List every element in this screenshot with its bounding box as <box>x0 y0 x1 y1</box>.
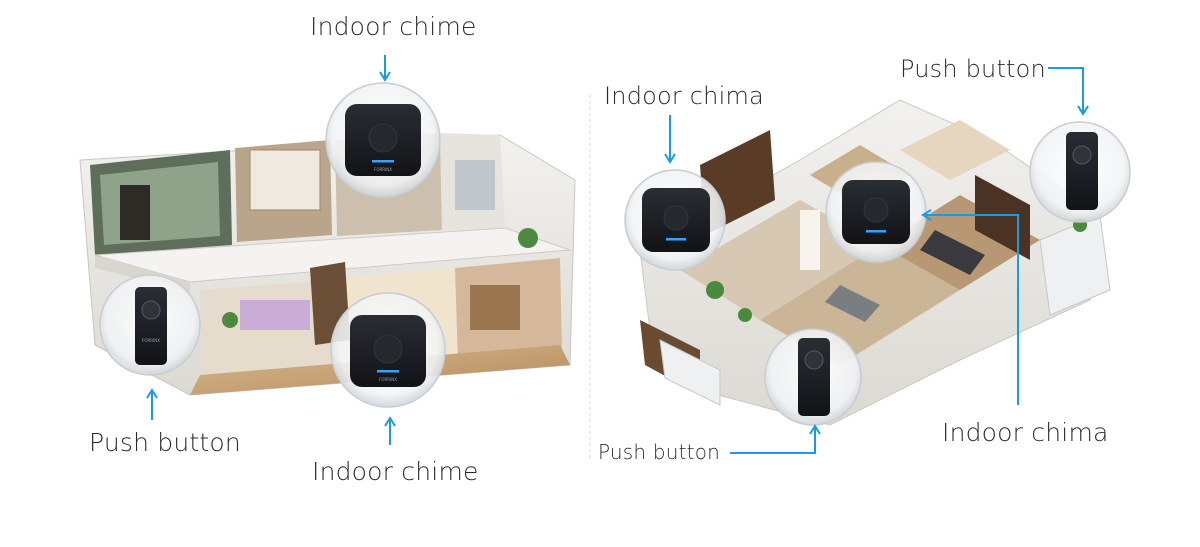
right-push-button-device-bottom <box>764 328 862 426</box>
left-push-button-device: FORRINX <box>99 274 201 376</box>
left-chime-top: FORRINX <box>325 82 441 198</box>
right-chime-left <box>624 169 726 271</box>
svg-text:FORRINX: FORRINX <box>379 377 397 382</box>
left-pointer-arrows <box>146 55 396 445</box>
device-brand-text: FORRINX <box>374 167 392 172</box>
left-chime-bottom: FORRINX <box>330 292 446 408</box>
right-pointer-arrows <box>664 67 1089 454</box>
right-label-push-button-bottom: Push button <box>598 440 721 464</box>
right-chime-center <box>825 161 927 263</box>
right-label-push-button-top: Push button <box>900 55 1046 83</box>
left-label-indoor-chime-bottom: Indoor chime <box>312 457 479 486</box>
left-label-indoor-chime-top: Indoor chime <box>310 12 477 41</box>
svg-text:FORRINX: FORRINX <box>142 338 160 343</box>
right-label-indoor-chima-left: Indoor chima <box>604 82 764 110</box>
right-label-indoor-chima-right: Indoor chima <box>942 418 1109 447</box>
left-label-push-button: Push button <box>89 428 241 457</box>
right-push-button-device-top <box>1029 121 1131 223</box>
